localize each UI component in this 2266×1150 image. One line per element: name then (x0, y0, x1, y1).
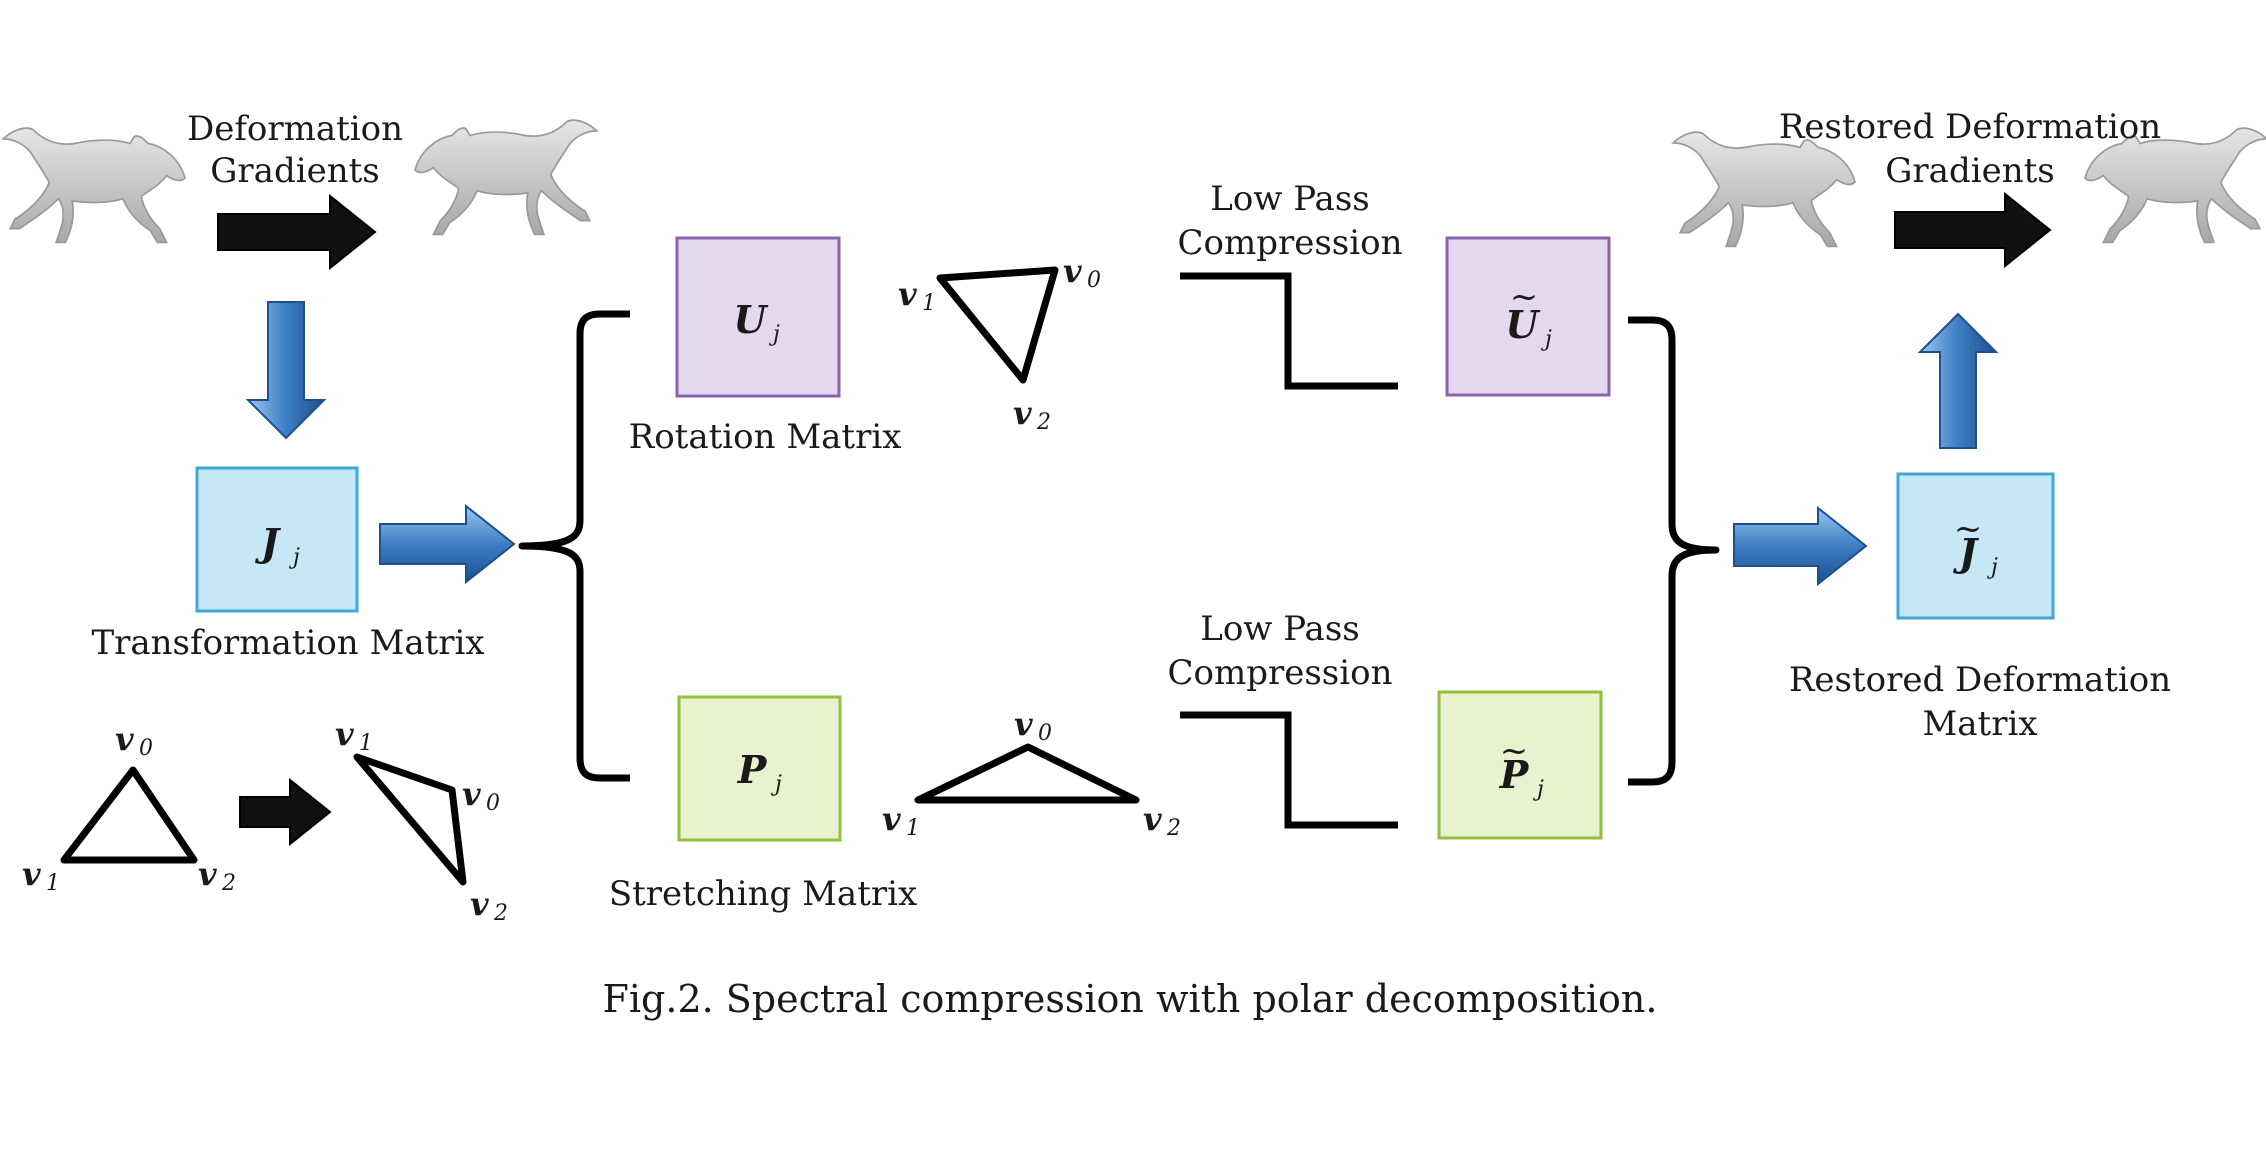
deformation-gradients-label-1: Deformation (187, 109, 403, 149)
svg-text:0: 0 (486, 791, 500, 816)
restored-deformation-matrix-label-1: Restored Deformation (1789, 660, 2171, 700)
transformation-matrix-box: J j (195, 466, 359, 613)
stretching-matrix-label: Stretching Matrix (609, 874, 917, 914)
svg-text:~: ~ (1510, 277, 1539, 317)
black-arrow-top-left (217, 193, 377, 271)
svg-text:v: v (1014, 705, 1033, 743)
svg-text:v: v (882, 800, 901, 838)
black-arrow-bottom (239, 777, 332, 847)
svg-text:v: v (1143, 800, 1162, 838)
svg-text:~: ~ (1954, 509, 1983, 549)
blue-arrow-right-left (379, 503, 516, 585)
svg-text:P: P (1499, 752, 1530, 797)
black-arrow-top-right (1894, 191, 2052, 269)
svg-text:0: 0 (1038, 721, 1052, 746)
blue-arrow-up (1917, 312, 1999, 449)
low-pass-upper-label-2: Compression (1177, 223, 1402, 263)
low-pass-lower-label-1: Low Pass (1200, 609, 1359, 649)
rotation-matrix-label: Rotation Matrix (629, 417, 902, 457)
svg-text:1: 1 (906, 816, 920, 841)
svg-text:v: v (898, 275, 917, 313)
horse-restored-input (1672, 131, 1856, 248)
svg-text:0: 0 (139, 736, 153, 761)
svg-text:2: 2 (1166, 816, 1181, 841)
low-pass-filter-lower (1180, 711, 1398, 829)
stretched-triangle: v 0 v 1 v 2 (882, 705, 1181, 841)
low-pass-upper-label-1: Low Pass (1210, 179, 1369, 219)
svg-text:1: 1 (922, 291, 936, 316)
deformation-gradients-label-2: Gradients (210, 151, 379, 191)
svg-text:U: U (1505, 302, 1541, 347)
restored-gradients-label-2: Gradients (1885, 151, 2054, 191)
svg-text:v: v (1063, 252, 1082, 290)
svg-text:v: v (462, 775, 481, 813)
restored-deformation-matrix-label-2: Matrix (1922, 704, 2037, 744)
svg-text:0: 0 (1087, 268, 1101, 293)
compressed-rotation-box: ~ U j (1445, 236, 1611, 397)
svg-text:2: 2 (221, 871, 236, 896)
blue-arrow-down (245, 301, 327, 440)
rotation-matrix-box: U j (675, 236, 841, 398)
compressed-stretching-box: ~ P j (1437, 690, 1603, 840)
svg-text:2: 2 (493, 901, 508, 926)
svg-text:v: v (335, 715, 354, 753)
svg-text:U: U (733, 297, 769, 342)
low-pass-lower-label-2: Compression (1167, 653, 1392, 693)
right-brace (1628, 316, 1720, 786)
svg-text:1: 1 (46, 871, 60, 896)
horse-deformed (414, 119, 598, 236)
stretching-matrix-box: P j (677, 695, 842, 842)
svg-text:~: ~ (1500, 731, 1529, 771)
restored-deformation-box: ~ J j (1896, 472, 2055, 620)
transformation-matrix-label: Transformation Matrix (91, 623, 484, 663)
svg-text:1: 1 (359, 731, 373, 756)
svg-text:2: 2 (1036, 410, 1051, 435)
figure-caption: Fig.2. Spectral compression with polar d… (603, 977, 1658, 1021)
svg-text:v: v (1013, 394, 1032, 432)
left-brace (518, 310, 630, 782)
svg-text:v: v (470, 885, 489, 923)
original-triangle: v 0 v 1 v 2 (22, 720, 236, 896)
rotated-triangle: v 1 v 0 v 2 (898, 252, 1101, 435)
svg-text:P: P (737, 747, 768, 792)
svg-text:v: v (115, 720, 134, 758)
horse-input (2, 127, 186, 244)
svg-text:v: v (198, 855, 217, 893)
svg-text:v: v (22, 855, 41, 893)
deformed-triangle: v 1 v 0 v 2 (335, 715, 508, 926)
low-pass-filter-upper (1180, 272, 1398, 390)
restored-gradients-label-1: Restored Deformation (1779, 107, 2161, 147)
blue-arrow-right-right (1733, 505, 1868, 587)
